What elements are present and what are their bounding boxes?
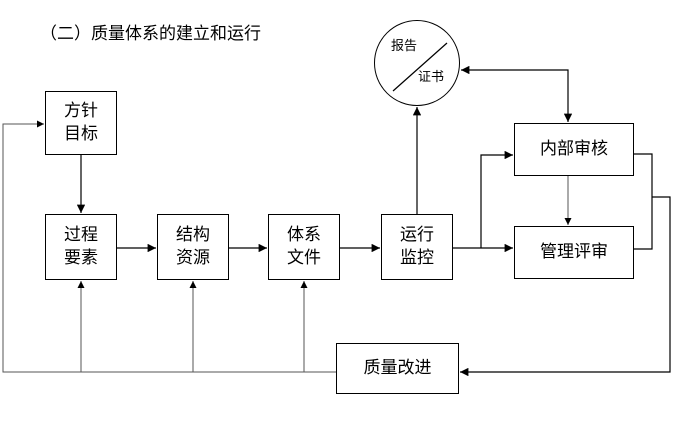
node-management-review: 管理评审: [514, 226, 634, 279]
node-structure-resources: 结构 资源: [157, 214, 229, 280]
arrow-report-audit: [461, 65, 573, 122]
node-operation-monitoring: 运行 监控: [381, 214, 453, 280]
arrow-feedback-to-improve: [460, 196, 671, 377]
report-label: 报告: [391, 39, 418, 54]
node-operation-monitoring-line1: 运行: [400, 225, 434, 245]
node-structure-resources-line2: 资源: [176, 248, 210, 268]
diagram-title: （二）质量体系的建立和运行: [40, 24, 261, 44]
node-policy-objectives-line2: 目标: [64, 124, 98, 144]
node-process-elements-line2: 要素: [64, 248, 98, 268]
connector-audit-review-bracket: [634, 153, 653, 250]
node-operation-monitoring-line2: 监控: [400, 248, 434, 268]
node-structure-resources-line1: 结构: [176, 225, 210, 245]
node-process-elements-line1: 过程: [64, 225, 98, 245]
report-divider: [392, 42, 448, 92]
arrow-monitor-to-audit: [480, 150, 513, 248]
node-policy-objectives: 方针 目标: [45, 91, 117, 155]
node-system-documents-line2: 文件: [287, 248, 321, 268]
node-quality-improvement: 质量改进: [336, 343, 459, 394]
node-report-certificate: 报告 证书: [374, 20, 460, 106]
node-system-documents-line1: 体系: [287, 225, 321, 245]
node-policy-objectives-line1: 方针: [64, 101, 98, 121]
node-process-elements: 过程 要素: [45, 214, 117, 280]
node-internal-audit-label: 内部审核: [540, 139, 608, 159]
arrow-improve-to-target: [2, 120, 336, 373]
node-internal-audit: 内部审核: [514, 123, 634, 176]
node-management-review-label: 管理评审: [540, 242, 608, 262]
node-quality-improvement-label: 质量改进: [363, 358, 432, 378]
certificate-label: 证书: [418, 70, 445, 85]
node-system-documents: 体系 文件: [268, 214, 340, 280]
